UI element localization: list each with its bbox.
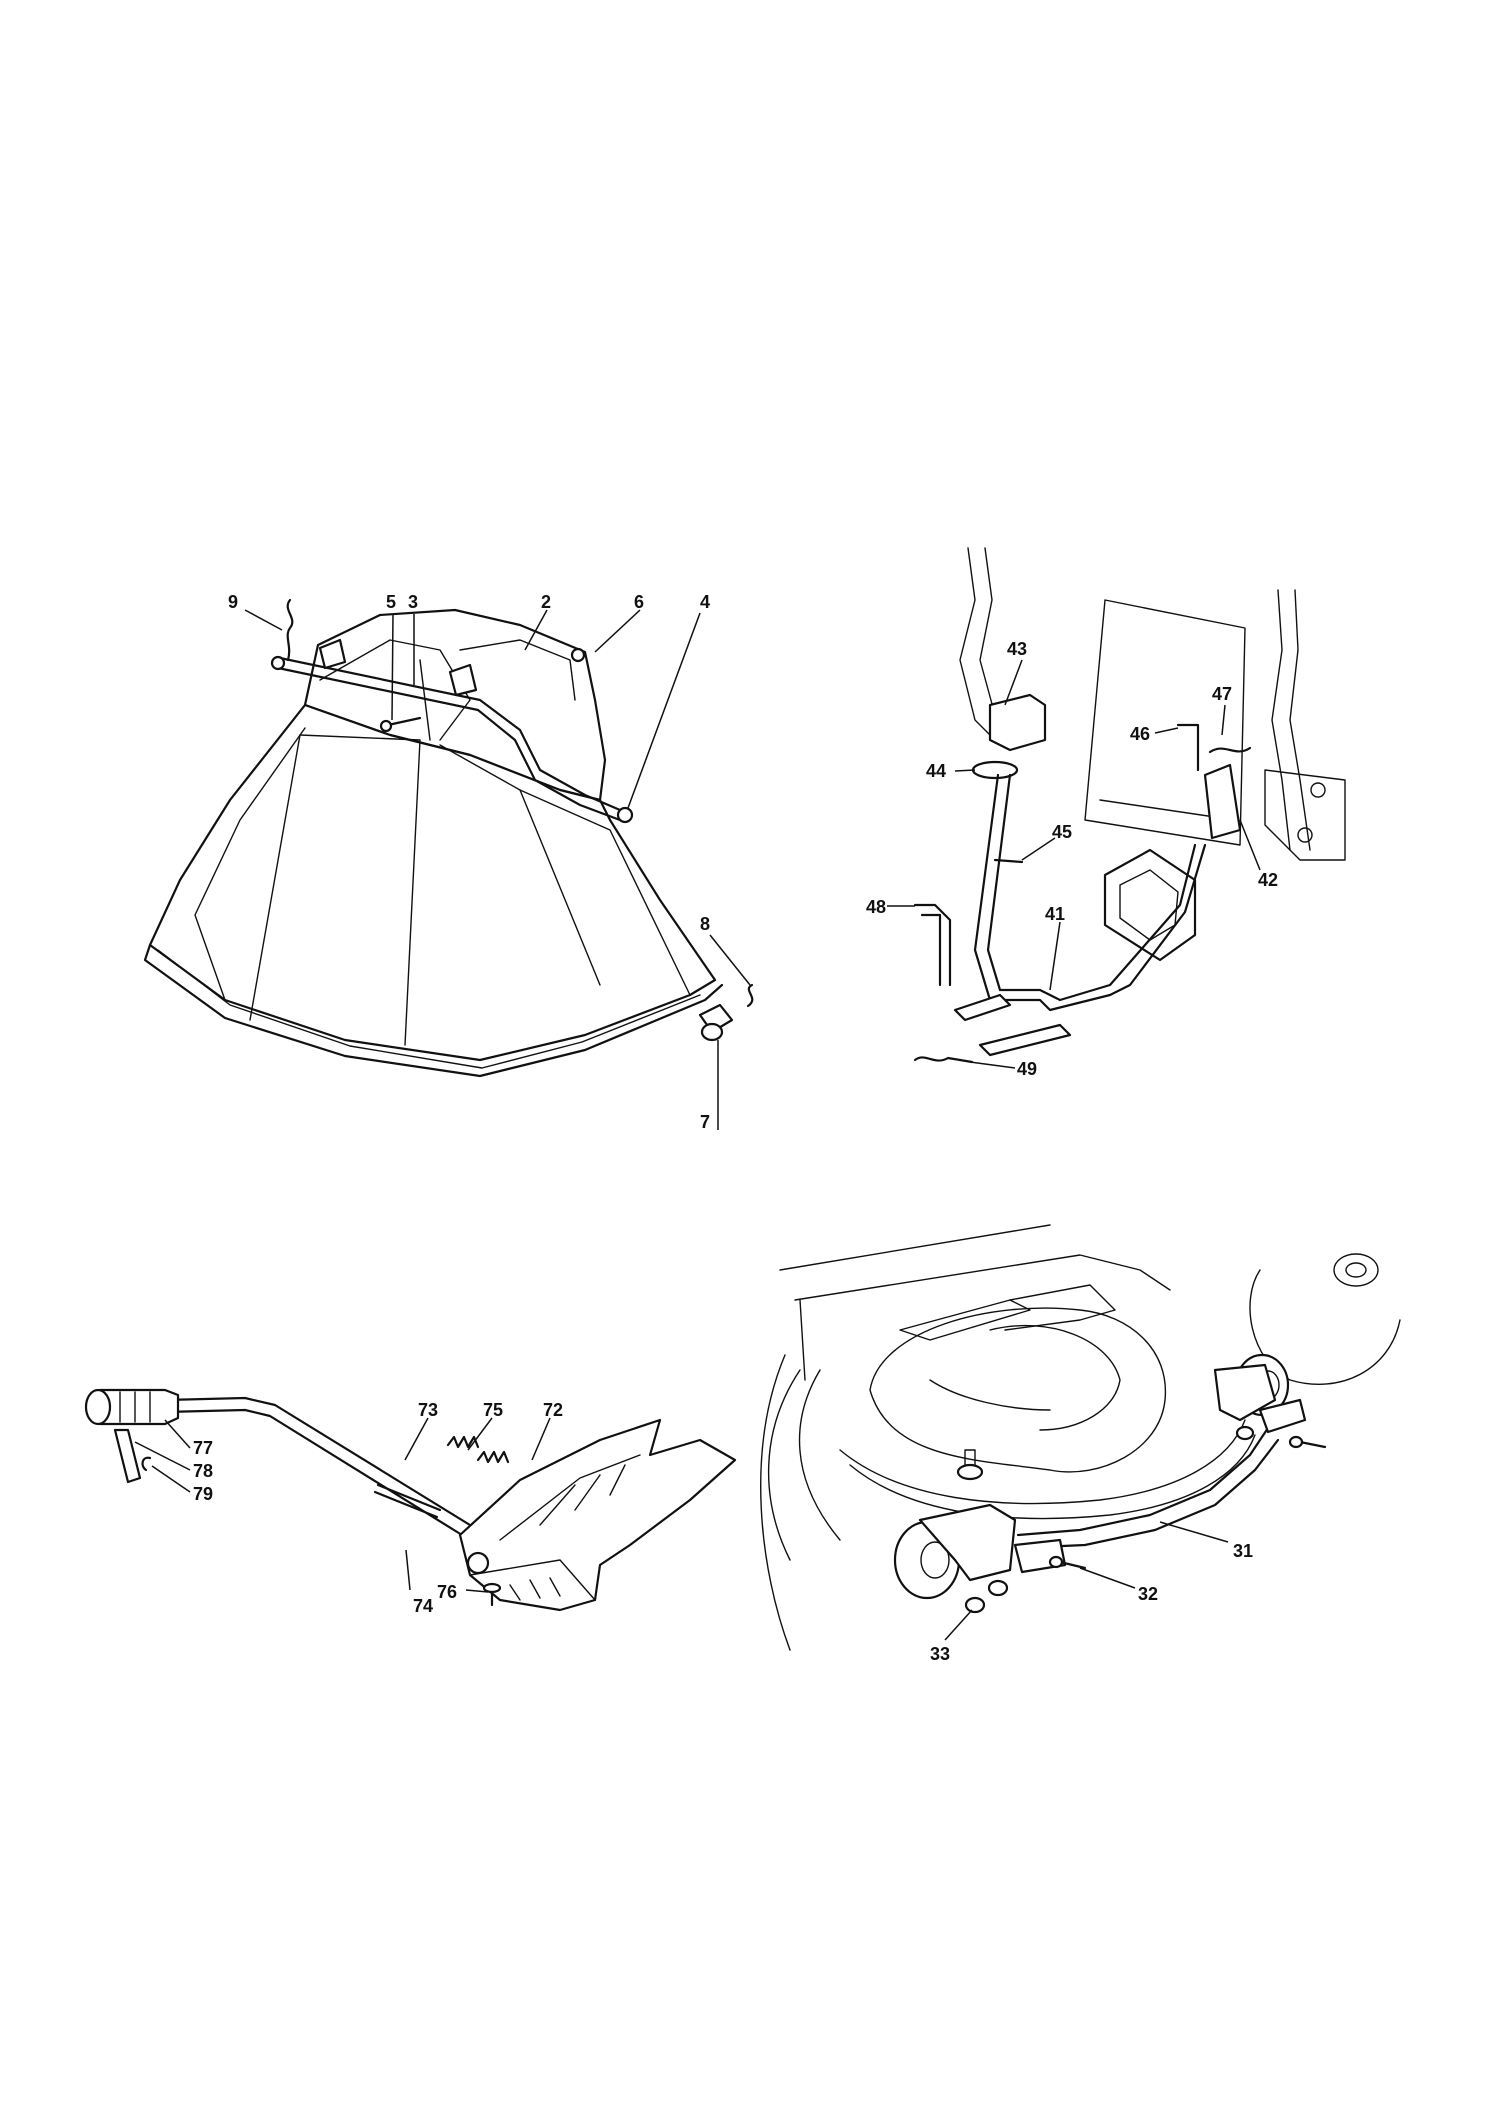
callout-78: 78: [193, 1461, 213, 1481]
callout-9: 9: [228, 592, 238, 612]
deflector-labels: 73 75 72 77 78 79 74 76: [193, 1400, 563, 1616]
grass-catcher-drawing: [143, 598, 754, 1078]
catcher-support-labels: 43 47 46 44 45 42 48 41 49: [866, 639, 1278, 1079]
callout-7: 7: [700, 1112, 710, 1132]
callout-32: 32: [1138, 1584, 1158, 1604]
callout-31: 31: [1233, 1541, 1253, 1561]
callout-76: 76: [437, 1582, 457, 1602]
callout-8: 8: [700, 914, 710, 934]
catcher-support-drawing: [913, 547, 1346, 1064]
deck-rollers-labels: 31 32 33: [930, 1541, 1253, 1664]
deck-rollers-leaders: [944, 1521, 1229, 1641]
callout-5: 5: [386, 592, 396, 612]
callout-49: 49: [1017, 1059, 1037, 1079]
catcher-support-leaders: [887, 659, 1261, 1069]
callout-44: 44: [926, 761, 946, 781]
deflector-drawing: [84, 1388, 737, 1612]
callout-41: 41: [1045, 904, 1065, 924]
callout-2: 2: [541, 592, 551, 612]
callout-6: 6: [634, 592, 644, 612]
callout-4: 4: [700, 592, 710, 612]
callout-75: 75: [483, 1400, 503, 1420]
callout-46: 46: [1130, 724, 1150, 744]
grass-catcher-labels: 9 5 3 2 6 4 8 7: [228, 592, 710, 1132]
callout-73: 73: [418, 1400, 438, 1420]
deck-rollers-drawing: [760, 1224, 1401, 1651]
callout-33: 33: [930, 1644, 950, 1664]
grass-catcher-leaders: [244, 609, 751, 1130]
callout-43: 43: [1007, 639, 1027, 659]
callout-42: 42: [1258, 870, 1278, 890]
deflector-leaders: [134, 1417, 551, 1593]
callout-74: 74: [413, 1596, 433, 1616]
callout-79: 79: [193, 1484, 213, 1504]
callout-72: 72: [543, 1400, 563, 1420]
callout-3: 3: [408, 592, 418, 612]
callout-77: 77: [193, 1438, 213, 1458]
callout-47: 47: [1212, 684, 1232, 704]
callout-48: 48: [866, 897, 886, 917]
callout-45: 45: [1052, 822, 1072, 842]
